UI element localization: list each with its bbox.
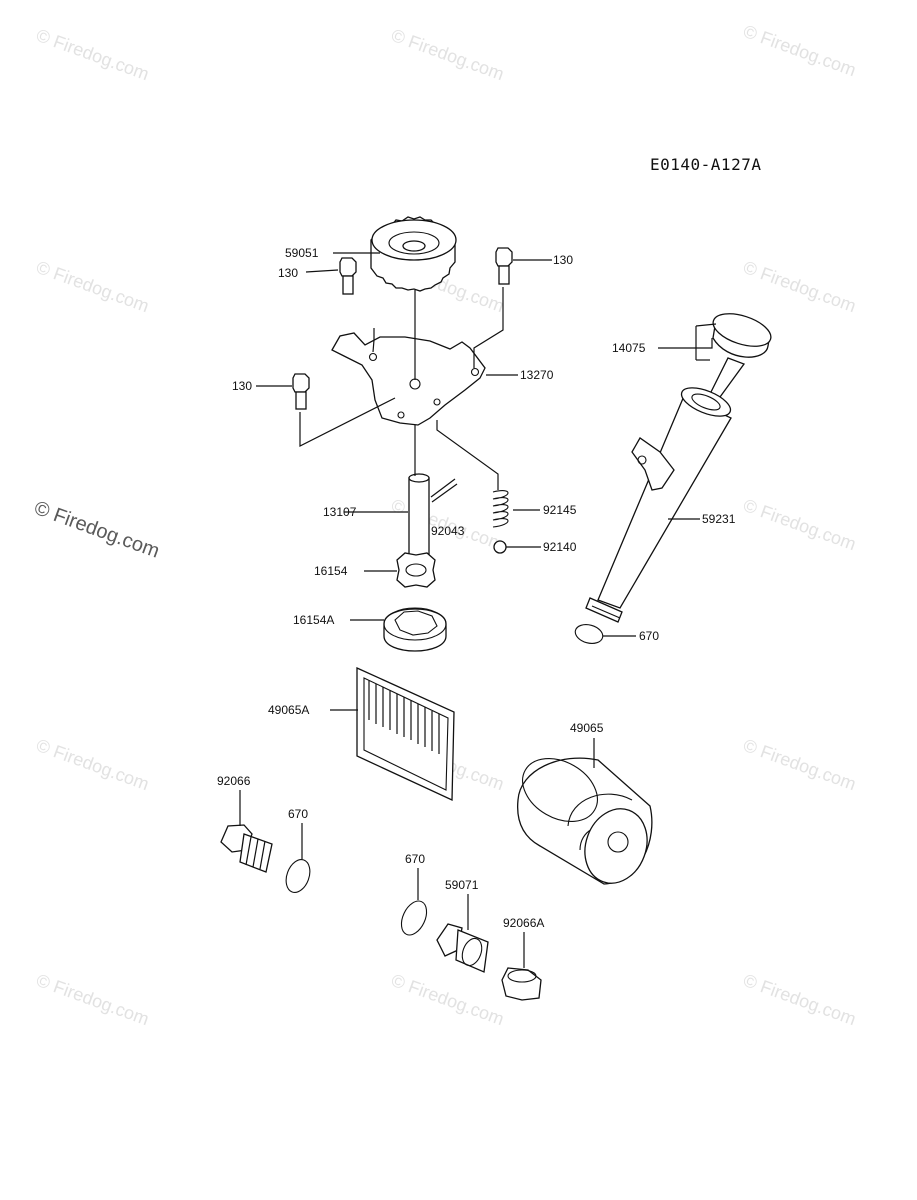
watermark: © Firedog.com (741, 257, 859, 316)
watermark: © Firedog.com (34, 25, 152, 84)
watermark: © Firedog.com (34, 257, 152, 316)
part-label-130: 130 (232, 379, 252, 393)
part-label-49065A: 49065A (268, 703, 309, 717)
main-watermark: © Firedog.com (31, 497, 162, 563)
dipstick-14075-part (704, 313, 772, 409)
part-label-92066: 92066 (217, 774, 251, 788)
watermark: © Firedog.com (741, 970, 859, 1029)
part-label-49065: 49065 (570, 721, 604, 735)
part-label-670: 670 (405, 852, 425, 866)
diagram-code: E0140-A127A (650, 155, 761, 174)
watermark: © Firedog.com (389, 25, 507, 84)
plug-92066A-part (501, 967, 542, 1001)
strainer-49065A-part (356, 666, 455, 802)
bolt-130-part (339, 257, 357, 295)
watermark: © Firedog.com (741, 495, 859, 554)
part-label-130: 130 (553, 253, 573, 267)
fitting-59071-part (436, 923, 489, 973)
part-label-92145: 92145 (543, 503, 577, 517)
part-label-130: 130 (278, 266, 298, 280)
part-label-59051: 59051 (285, 246, 319, 260)
part-label-92140: 92140 (543, 540, 577, 554)
shaft-13107-part (408, 473, 430, 565)
oil-filter-49065-part (516, 757, 653, 885)
watermark: © Firedog.com (34, 735, 152, 794)
part-label-670: 670 (288, 807, 308, 821)
part-label-92066A: 92066A (503, 916, 544, 930)
part-labels: 59051 130 130 130 13270 14075 13107 9204… (217, 246, 736, 930)
part-label-59071: 59071 (445, 878, 479, 892)
bolt-130-part (292, 373, 310, 410)
watermark: © Firedog.com (741, 21, 859, 80)
watermark: © Firedog.com (741, 735, 859, 794)
o-ring-670-part (400, 900, 428, 936)
gear-59051-part (370, 216, 457, 292)
leader-lines (239, 252, 717, 968)
spring-92145-part (492, 490, 509, 528)
rotor-16154-part (396, 552, 436, 588)
drain-plug-92066-part (220, 824, 273, 873)
plate-13270-part (331, 332, 486, 426)
part-label-16154A: 16154A (293, 613, 334, 627)
part-label-92043: 92043 (431, 524, 465, 538)
part-label-13107: 13107 (323, 505, 357, 519)
filler-tube-59231-part (585, 387, 732, 623)
part-label-13270: 13270 (520, 368, 554, 382)
bolt-130-part (495, 247, 513, 285)
watermark: © Firedog.com (34, 970, 152, 1029)
rotor-16154A-part (383, 607, 447, 652)
watermark: © Firedog.com (389, 970, 507, 1029)
part-label-59231: 59231 (702, 512, 736, 526)
o-ring-670-part (285, 859, 311, 893)
part-label-670: 670 (639, 629, 659, 643)
part-label-14075: 14075 (612, 341, 646, 355)
pin-92043-part (430, 478, 458, 503)
part-label-16154: 16154 (314, 564, 348, 578)
o-ring-670-part (574, 624, 604, 644)
ball-92140-part (493, 540, 507, 554)
